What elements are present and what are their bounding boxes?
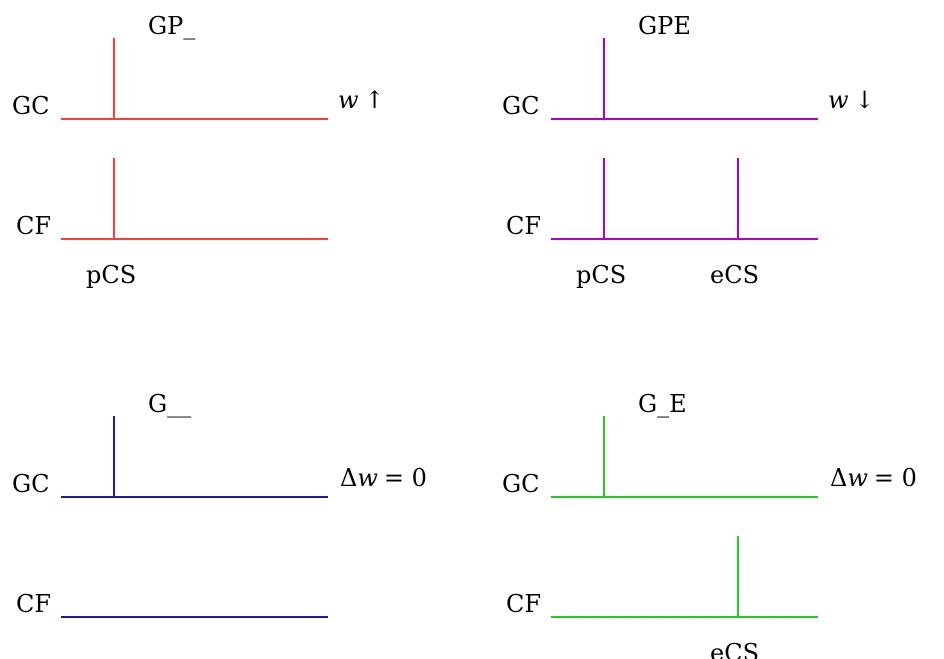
weight-var: w [357, 464, 378, 492]
event-label-pcs: pCS [86, 261, 136, 289]
event-label-ecs: eCS [710, 261, 759, 289]
weight-sym: ↑ [365, 86, 385, 114]
panel-title-main: G [148, 390, 167, 418]
weight-sym: ↓ [855, 86, 875, 114]
weight-sym: = 0 [384, 464, 427, 492]
weight-change-label: Δw= 0 [340, 464, 427, 492]
weight-var: w [847, 464, 868, 492]
panel-title-blanks: _ [183, 12, 195, 40]
weight-change-label: w↓ [828, 86, 875, 114]
weight-change-label: w↑ [338, 86, 385, 114]
panel-title-end: E [669, 390, 687, 418]
cf-label: CF [16, 212, 51, 240]
panel-gpe: GPE GC CF pCS eCS w↓ [502, 12, 875, 289]
gc-label: GC [12, 92, 50, 120]
weight-change-label: Δw= 0 [830, 464, 917, 492]
weight-sym: = 0 [874, 464, 917, 492]
event-label-ecs: eCS [710, 639, 759, 659]
panel-title: GP_ [148, 12, 195, 40]
weight-prefix: Δ [340, 464, 357, 492]
cf-label: CF [506, 590, 541, 618]
weight-var: w [338, 86, 359, 114]
panel-title-main: GP [148, 12, 183, 40]
gc-label: GC [502, 470, 540, 498]
panel-title: G__ [148, 390, 191, 418]
panel-title-main: G [638, 390, 657, 418]
cf-label: CF [16, 590, 51, 618]
event-label-pcs: pCS [576, 261, 626, 289]
cf-label: CF [506, 212, 541, 240]
gc-label: GC [502, 92, 540, 120]
panel-title-main: GPE [638, 12, 691, 40]
panel-gp: GP_ GC CF pCS w↑ [12, 12, 385, 289]
panel-ge: G_E GC CF eCS Δw= 0 [502, 390, 917, 659]
panel-title: GPE [638, 12, 691, 40]
panel-title: G_E [638, 390, 687, 418]
weight-prefix: Δ [830, 464, 847, 492]
gc-label: GC [12, 470, 50, 498]
panel-title-blanks: __ [167, 390, 191, 418]
panel-g: G__ GC CF Δw= 0 [12, 390, 427, 618]
panel-title-blanks: _ [657, 390, 669, 418]
weight-var: w [828, 86, 849, 114]
